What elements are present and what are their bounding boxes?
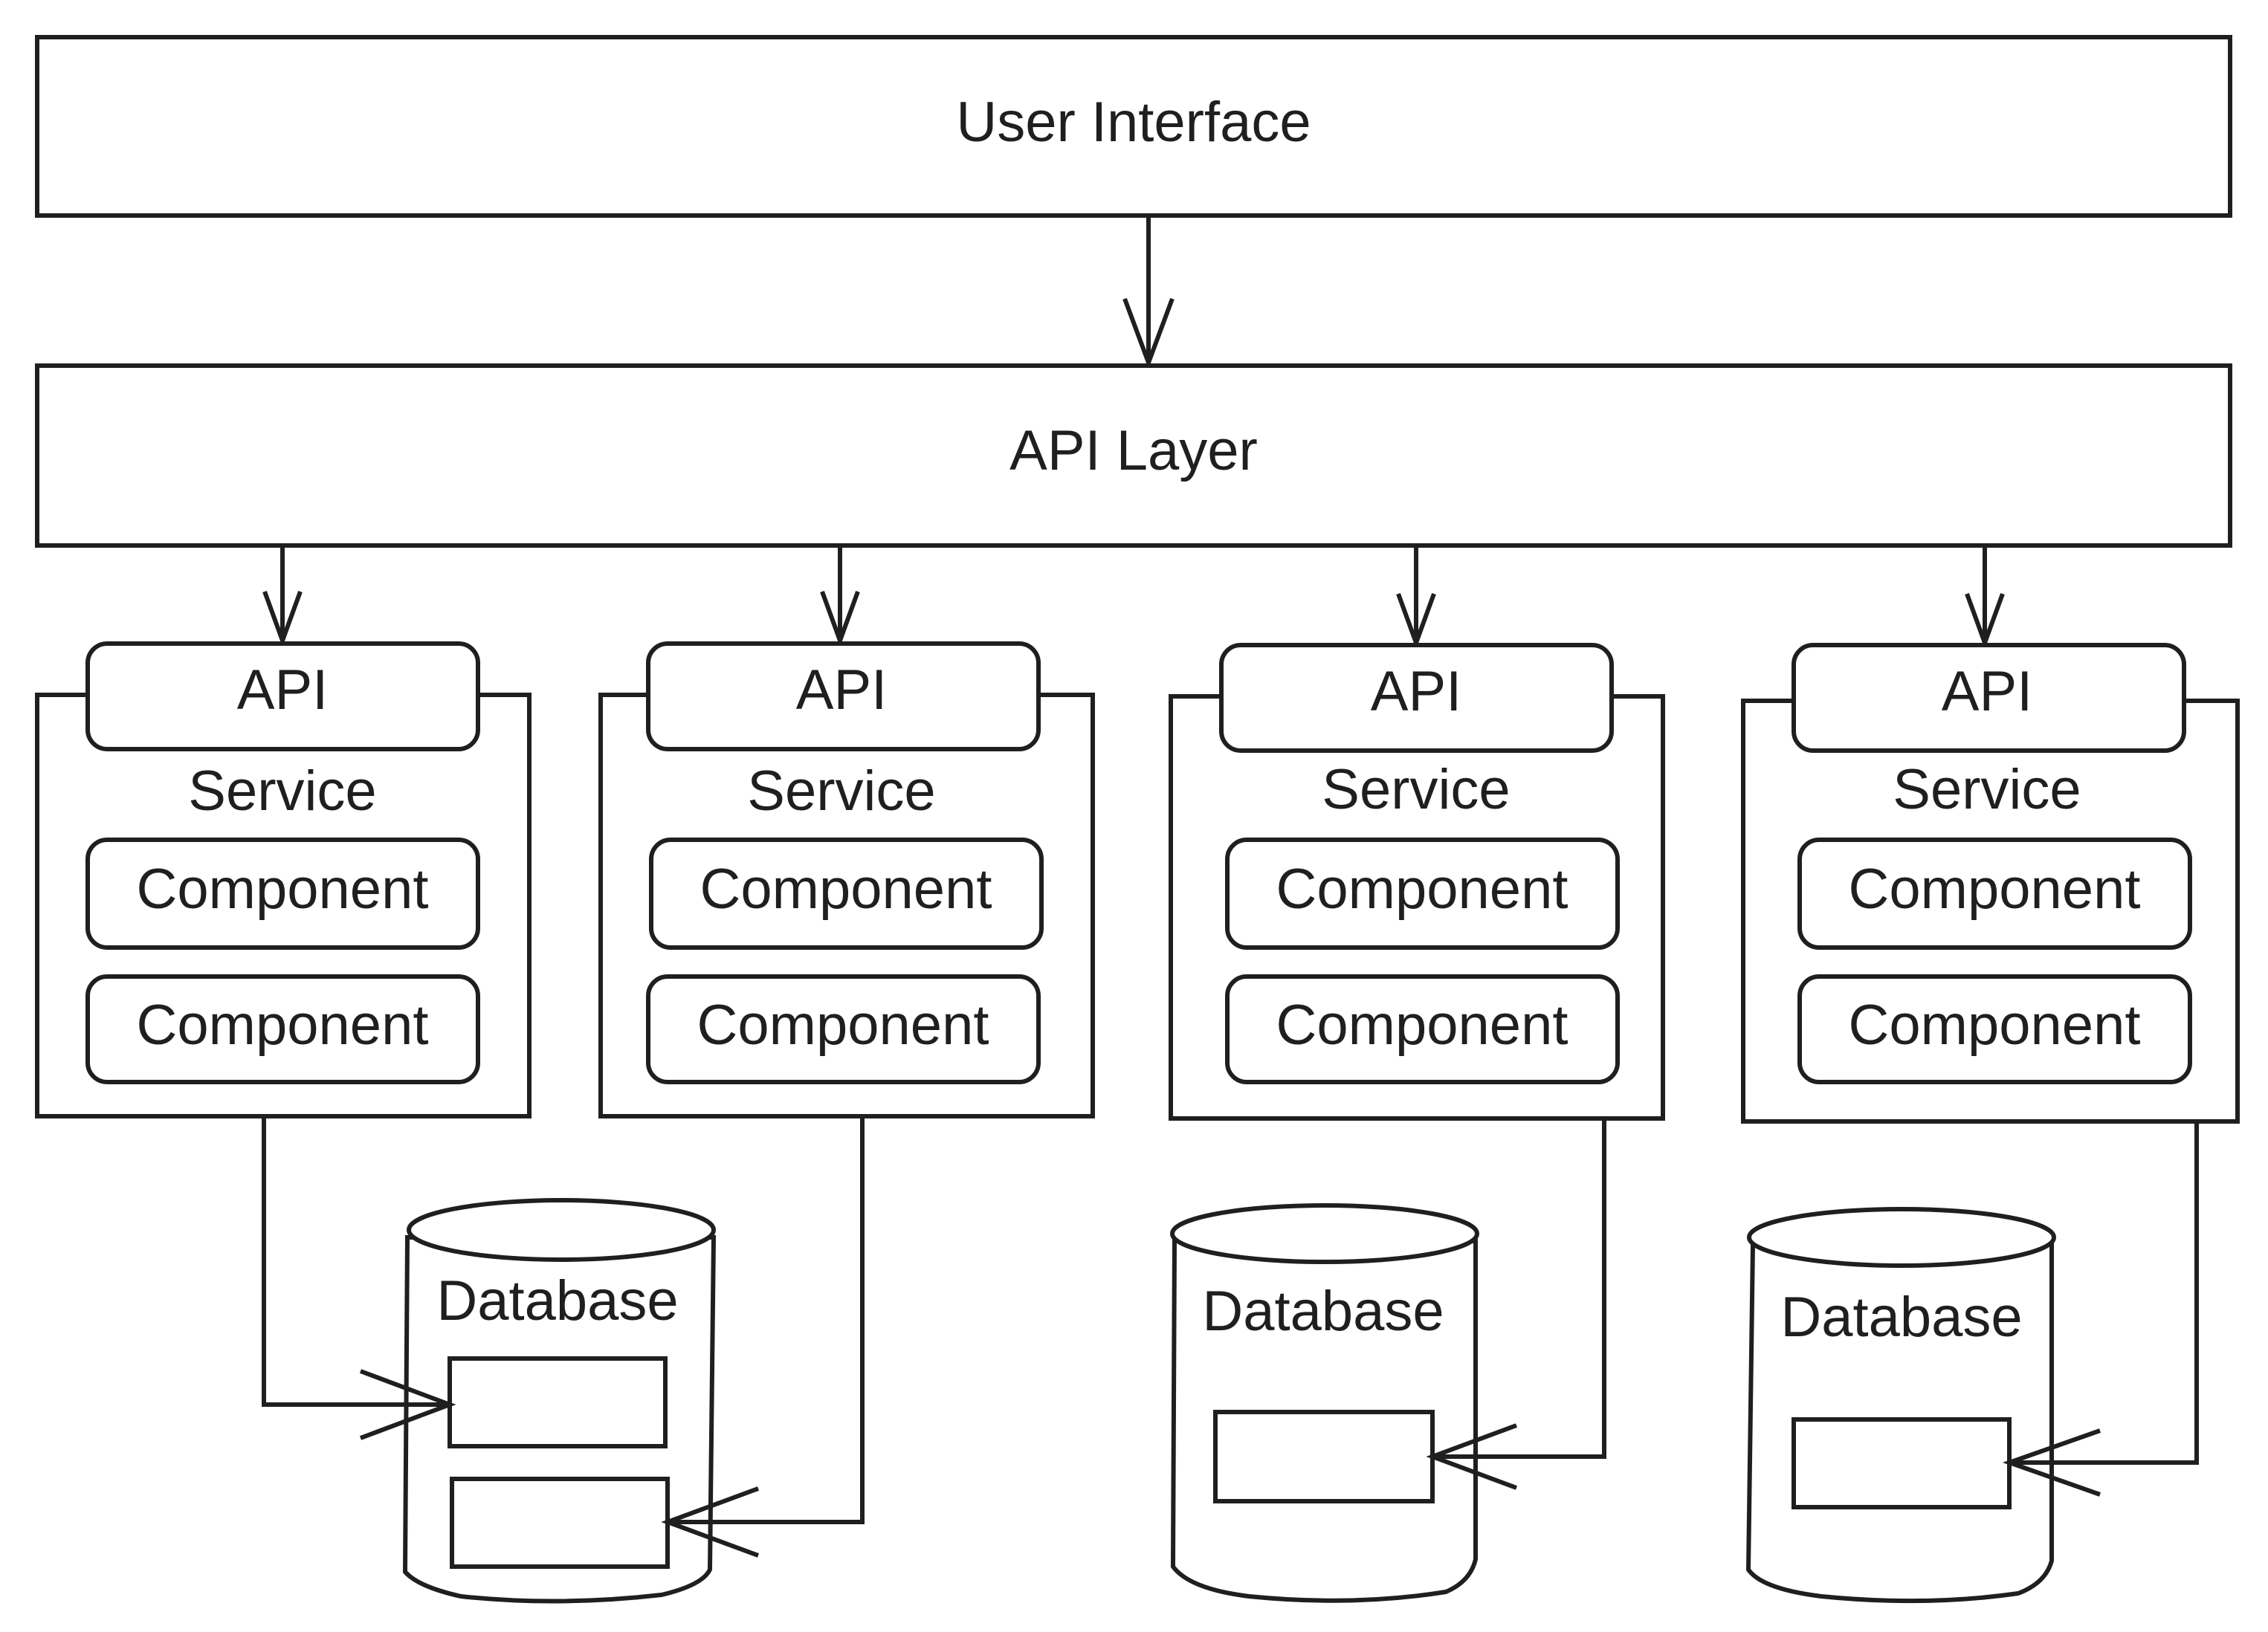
service-2-component-1 [649, 838, 1044, 950]
arrowhead-icon [359, 1369, 456, 1440]
service-1-component-2-label: Component [137, 994, 429, 1057]
api-layer-to-service-3-arrow [1396, 545, 1436, 650]
user-interface-layer: User Interface [35, 35, 2232, 218]
service-1-api-label: API [237, 658, 329, 722]
database-1: Database [402, 1198, 717, 1604]
service-2-api-label: API [796, 658, 888, 722]
service-1-label: Service [188, 760, 376, 823]
database-1-cylinder-top [407, 1198, 716, 1262]
service-1-api-port [85, 641, 480, 751]
database-2-cylinder-top [1170, 1203, 1479, 1264]
database-3-label: Database [1780, 1286, 2022, 1349]
database-1-label: Database [436, 1269, 678, 1333]
arrowhead-icon [2002, 1428, 2101, 1497]
service-3-api-label: API [1371, 660, 1462, 723]
service-1-component-2 [85, 974, 480, 1084]
service-4-api-port [1792, 643, 2186, 753]
service-3-component-1-label: Component [1276, 858, 1568, 921]
arrowhead-icon [1122, 297, 1175, 369]
service-4-label: Service [1893, 758, 2081, 821]
database-2: Database [1170, 1203, 1479, 1603]
service-2-api-port [646, 641, 1041, 751]
service-2-component-1-label: Component [700, 858, 992, 921]
arrowhead-icon [1426, 1423, 1518, 1490]
api-layer-box [35, 363, 2232, 548]
arrowhead-icon [661, 1486, 760, 1558]
arrowhead-icon [262, 590, 303, 647]
service-3-component-2-label: Component [1276, 994, 1568, 1057]
service-3: API Service Component Component [1169, 643, 1665, 1121]
service-4-component-2-label: Component [1849, 994, 2141, 1057]
service-4-component-2 [1797, 974, 2192, 1084]
api-layer-label: API Layer [1009, 419, 1258, 482]
api-layer-to-service-1-arrow [262, 545, 303, 647]
service-2-component-2-label: Component [697, 994, 989, 1057]
api-layer-to-service-2-arrow [820, 545, 860, 647]
database-2-label: Database [1202, 1280, 1444, 1343]
service-4: API Service Component Component [1741, 643, 2240, 1124]
service-3-component-1 [1225, 838, 1620, 950]
service-1-to-database-1-arrow [262, 1116, 456, 1440]
service-1: API Service Component Component [35, 641, 532, 1118]
user-interface-box [35, 35, 2232, 218]
user-interface-label: User Interface [956, 91, 1311, 154]
service-3-to-database-2-arrow [1426, 1118, 1606, 1490]
api-layer-to-service-4-arrow [1965, 545, 2005, 650]
database-3-table-1 [1792, 1417, 2012, 1509]
ui-to-api-layer-arrow [1122, 216, 1175, 369]
database-3: Database [1745, 1207, 2056, 1604]
database-1-table-2 [450, 1477, 670, 1569]
service-2-to-database-1-arrow [661, 1116, 865, 1558]
service-2-label: Service [747, 760, 935, 823]
service-4-api-label: API [1942, 660, 2033, 723]
service-3-component-2 [1225, 974, 1620, 1084]
database-2-table-1 [1213, 1410, 1435, 1503]
arrowhead-icon [820, 590, 860, 647]
service-4-component-1-label: Component [1849, 858, 2141, 921]
service-1-component-1 [85, 838, 480, 950]
service-2-component-2 [646, 974, 1041, 1084]
api-layer: API Layer [35, 363, 2232, 548]
service-1-component-1-label: Component [137, 858, 429, 921]
service-4-to-database-3-arrow [2002, 1121, 2199, 1497]
service-3-api-port [1219, 643, 1614, 753]
database-1-table-1 [448, 1356, 668, 1448]
service-2: API Service Component Component [598, 641, 1095, 1118]
service-3-label: Service [1322, 758, 1510, 821]
service-4-component-1 [1797, 838, 2192, 950]
database-3-cylinder-top [1747, 1207, 2056, 1268]
